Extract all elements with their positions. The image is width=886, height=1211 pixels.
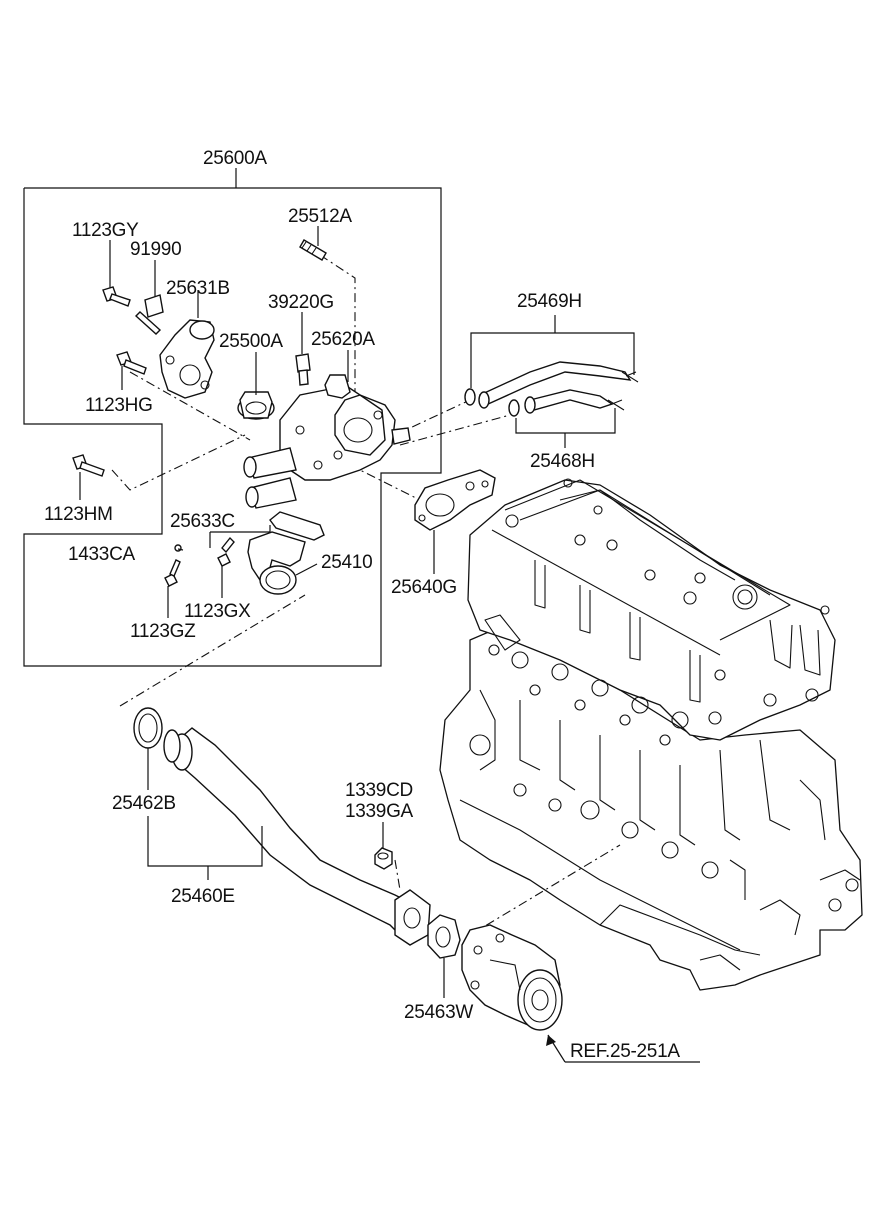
label-gasket-w: 25463W xyxy=(404,1002,473,1023)
label-bolt-hg: 1123HG xyxy=(85,395,153,416)
thermostat-25500a-part xyxy=(237,391,275,420)
label-stud: 25512A xyxy=(288,206,352,227)
engine-block xyxy=(439,478,863,991)
housing-25620a-part xyxy=(243,374,411,509)
label-pipe: 25460E xyxy=(171,886,235,907)
bolt-1123hg-part xyxy=(116,351,147,375)
pipe-25460e-part xyxy=(163,727,431,946)
bolt-1123gx-part xyxy=(217,536,235,567)
nut-1339-part xyxy=(374,847,393,870)
label-nut-ca: 1433CA xyxy=(68,544,135,565)
assembly-boundary xyxy=(23,168,442,667)
label-bolt-gy: 1123GY xyxy=(72,220,139,241)
oring-25462b-part xyxy=(133,707,163,749)
label-hose-assy: 25469H xyxy=(517,291,582,312)
gasket-25640g-part xyxy=(414,469,496,531)
label-nut-cd: 1339CD xyxy=(345,780,413,801)
plate-25633c-part xyxy=(269,511,325,541)
label-bolt-hm: 1123HM xyxy=(44,504,113,525)
label-thermostat: 25500A xyxy=(219,331,283,352)
nut-1433ca-part xyxy=(174,544,182,552)
callout-lines xyxy=(79,226,700,1063)
hose-25469h-part xyxy=(464,361,639,417)
label-hose: 25468H xyxy=(530,451,595,472)
bolt-1123gy-part xyxy=(102,286,131,307)
label-housing: 25620A xyxy=(311,329,375,350)
label-hose-outlet: 25410 xyxy=(321,552,372,573)
water-pump-part xyxy=(461,924,563,1031)
label-bolt-gz: 1123GZ xyxy=(130,621,196,642)
bolt-1123gz-part xyxy=(164,559,181,587)
leader-lines xyxy=(111,254,621,936)
bolt-1123hm-part xyxy=(72,454,105,477)
part-labels: 25600A 25512A 1123GY 91990 25631B 39220G… xyxy=(44,148,681,1062)
label-bracket: 91990 xyxy=(130,239,181,260)
gasket-25463w-part xyxy=(427,914,461,959)
label-plate: 25633C xyxy=(170,511,235,532)
sensor-39220g-part xyxy=(295,353,311,386)
label-ref: REF.25-251A xyxy=(570,1041,680,1062)
label-fitting: 25631B xyxy=(166,278,230,299)
label-sensor: 39220G xyxy=(268,292,334,313)
label-gasket-g: 25640G xyxy=(391,577,457,598)
label-assembly: 25600A xyxy=(203,148,267,169)
label-oring: 25462B xyxy=(112,793,176,814)
fitting-25631b-part xyxy=(159,319,215,399)
hose-25410-part xyxy=(247,531,306,595)
bracket-91990-part xyxy=(134,294,164,335)
label-nut-ga: 1339GA xyxy=(345,801,414,822)
stud-25512a-part xyxy=(299,239,327,261)
label-bolt-gx: 1123GX xyxy=(184,601,251,622)
